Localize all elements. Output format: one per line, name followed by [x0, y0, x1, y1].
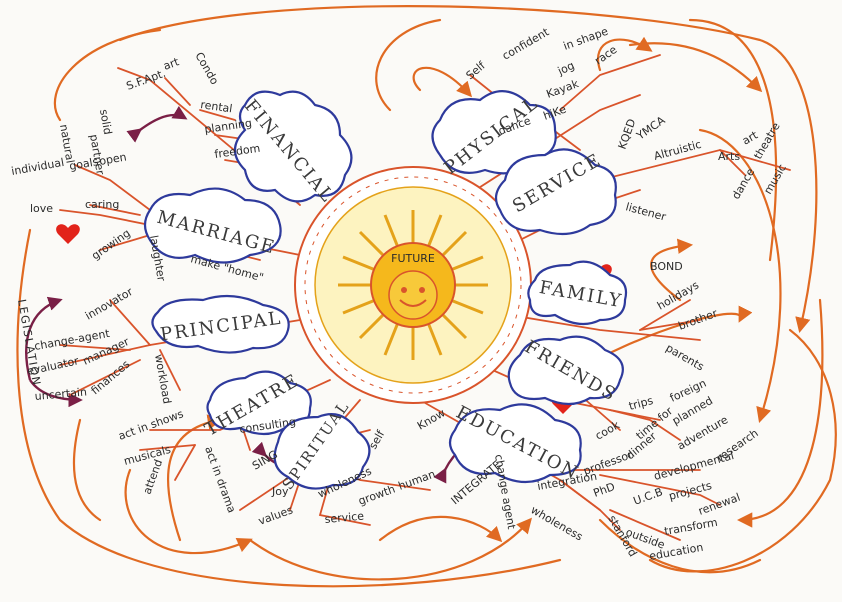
word-joy: Joy: [271, 485, 289, 498]
word-condo: Condo: [192, 50, 221, 87]
word-workload: workload: [152, 353, 174, 405]
word-act-in-drama: act in drama: [202, 445, 238, 515]
word-act-in-shows: act in shows: [117, 407, 186, 443]
word-attend: attend: [141, 458, 166, 496]
word-ucb: U.C.B: [632, 485, 665, 508]
word-dance-service: dance: [729, 166, 757, 202]
word-parents: parents: [664, 341, 707, 373]
word-self-physical: Self: [464, 58, 489, 82]
word-projects: projects: [667, 479, 713, 503]
word-innovator: innovator: [83, 285, 135, 323]
word-individual: individual: [10, 156, 65, 178]
heart-icon: [56, 224, 80, 244]
word-growing: growing: [89, 227, 132, 263]
word-solid: solid: [97, 108, 114, 135]
word-professor: professor: [582, 448, 635, 478]
word-love: love: [30, 202, 53, 215]
word-altruistic: Altruistic: [652, 138, 702, 163]
word-know: Know: [415, 406, 447, 432]
word-rental: rental: [200, 98, 234, 115]
word-hike: hiKe: [542, 102, 569, 122]
word-phd: PhD: [592, 480, 617, 500]
word-renewal: renewal: [697, 491, 742, 518]
word-research: research: [714, 426, 760, 464]
word-listener: listener: [624, 200, 668, 223]
word-race: race: [592, 43, 619, 68]
word-jog: jog: [555, 59, 577, 78]
word-trips: trips: [627, 394, 654, 413]
word-brother: brother: [677, 307, 720, 333]
center-label: FUTURE: [391, 252, 435, 265]
word-growth: growth: [357, 483, 397, 508]
word-transform: transform: [663, 516, 718, 538]
word-ymca: YMCA: [633, 114, 667, 144]
word-music: music: [761, 162, 789, 197]
word-bond: BOND: [650, 260, 683, 273]
word-confident: confident: [500, 25, 552, 62]
word-cook: cook: [593, 418, 622, 443]
word-wholeness-education: wholeness: [529, 503, 586, 543]
word-musicals: musicals: [122, 443, 172, 468]
word-art-financial: art: [162, 55, 182, 73]
word-values: values: [257, 503, 295, 528]
word-sing: SING: [250, 448, 280, 473]
word-caring: caring: [85, 198, 119, 211]
word-arts: Arts: [718, 150, 740, 163]
